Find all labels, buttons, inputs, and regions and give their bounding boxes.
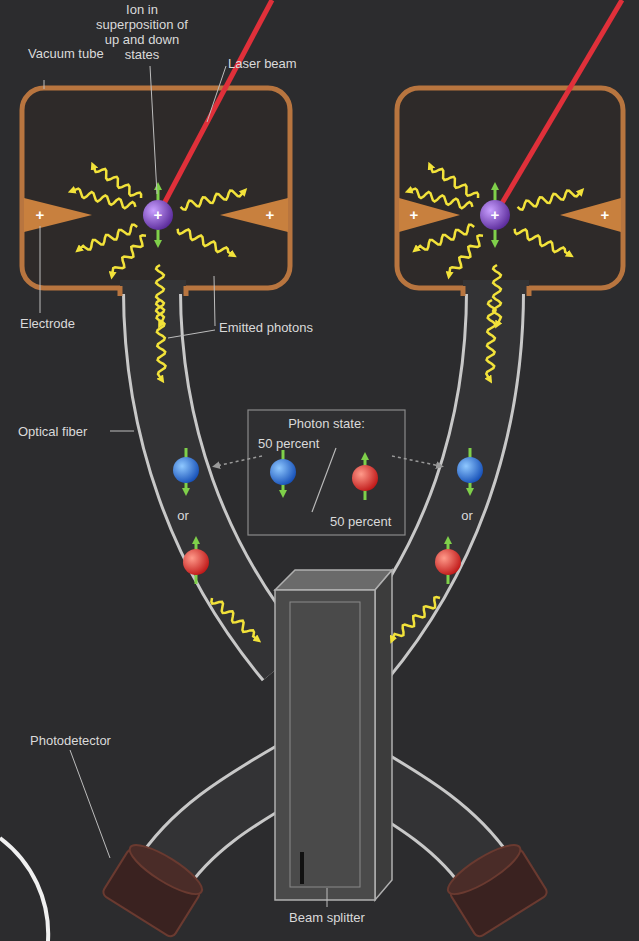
plus-sign: + <box>261 207 279 223</box>
photon-ball <box>435 549 461 575</box>
part-label: Laser beam <box>228 56 318 71</box>
photon-wave <box>181 191 245 210</box>
photon-wave <box>449 235 483 275</box>
plus-sign: + <box>149 207 167 223</box>
photon-ball <box>352 465 378 491</box>
corner-arc <box>0 838 48 941</box>
photon-wave <box>72 189 136 209</box>
photon-wave <box>430 166 478 199</box>
plus-sign: + <box>31 207 49 223</box>
or-text: or <box>168 508 198 523</box>
part-label: Vacuum tube <box>28 46 108 61</box>
percentage-text: 50 percent <box>330 514 391 529</box>
photon-wave <box>486 300 495 380</box>
photon-wave <box>392 597 440 640</box>
slash <box>312 448 336 512</box>
photon-wave <box>518 191 582 210</box>
photon-wave <box>112 235 146 275</box>
pointer <box>392 456 440 466</box>
part-label: Ion in superposition of up and down stat… <box>92 2 192 62</box>
plus-sign: + <box>405 207 423 223</box>
pointer <box>216 456 262 466</box>
laser-beam <box>495 0 622 215</box>
part-label: Emitted photons <box>219 320 349 335</box>
photodetector <box>442 837 549 938</box>
photon-state-box: Photon state: 50 percent 50 percent <box>248 410 405 535</box>
photon-wave <box>211 598 258 640</box>
vacuum-tube <box>22 88 290 296</box>
photon-ball <box>183 549 209 575</box>
photon-wave <box>409 189 473 209</box>
or-text: or <box>452 508 482 523</box>
beam-splitter <box>275 570 392 900</box>
photon-balls <box>173 448 483 584</box>
photon-wave <box>493 265 501 325</box>
plus-sign: + <box>486 207 504 223</box>
photon-wave <box>515 229 571 255</box>
ion <box>143 186 173 244</box>
photon-wave <box>415 225 474 250</box>
part-label: Beam splitter <box>272 910 382 925</box>
photons <box>72 166 582 640</box>
percentage-text: 50 percent <box>258 436 319 451</box>
part-label: Photodetector <box>30 733 140 748</box>
leader-lines <box>40 66 327 907</box>
photon-ball <box>270 459 296 485</box>
photodetector <box>101 837 208 938</box>
photon-ball <box>457 457 483 483</box>
plus-sign: + <box>596 207 614 223</box>
photon-ball <box>173 457 199 483</box>
photon-wave <box>93 166 141 199</box>
ion <box>480 186 510 244</box>
photon-wave <box>178 229 234 255</box>
part-label: Electrode <box>20 316 100 331</box>
photon-state-box <box>248 410 405 535</box>
part-label: Optical fiber <box>18 424 110 439</box>
photon-wave <box>156 300 165 380</box>
box-heading: Photon state: <box>288 416 365 431</box>
photon-wave <box>78 225 137 250</box>
